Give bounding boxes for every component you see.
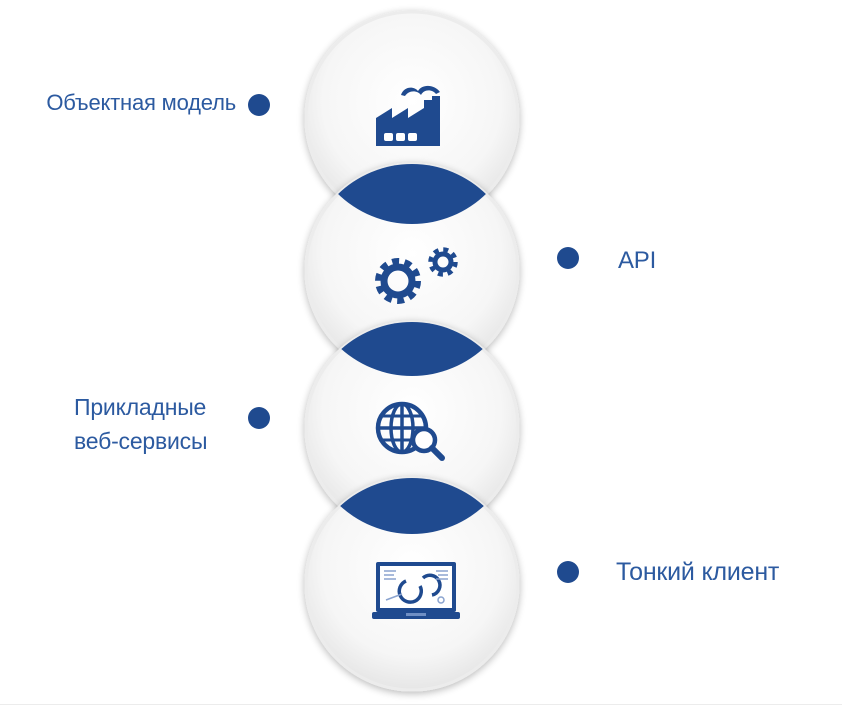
- label-web-services-line-2: веб-сервисы: [74, 428, 208, 454]
- bullet-dot-2: [557, 247, 579, 269]
- gears-icon: [375, 247, 458, 304]
- globe-search-icon: [375, 401, 445, 461]
- label-web-services-line-1: Прикладные: [74, 394, 207, 420]
- bottom-divider: [0, 704, 842, 705]
- bullet-dot-3: [248, 407, 270, 429]
- label-api: API: [618, 247, 657, 274]
- bullet-dot-1: [248, 94, 270, 116]
- label-object-model: Объектная модель: [46, 90, 236, 115]
- label-thin-client: Тонкий клиент: [616, 558, 780, 586]
- factory-icon: [376, 85, 440, 146]
- bullet-dot-4: [557, 561, 579, 583]
- laptop-icon: [372, 562, 460, 619]
- label-web-services: Прикладные веб-сервисы: [74, 390, 208, 458]
